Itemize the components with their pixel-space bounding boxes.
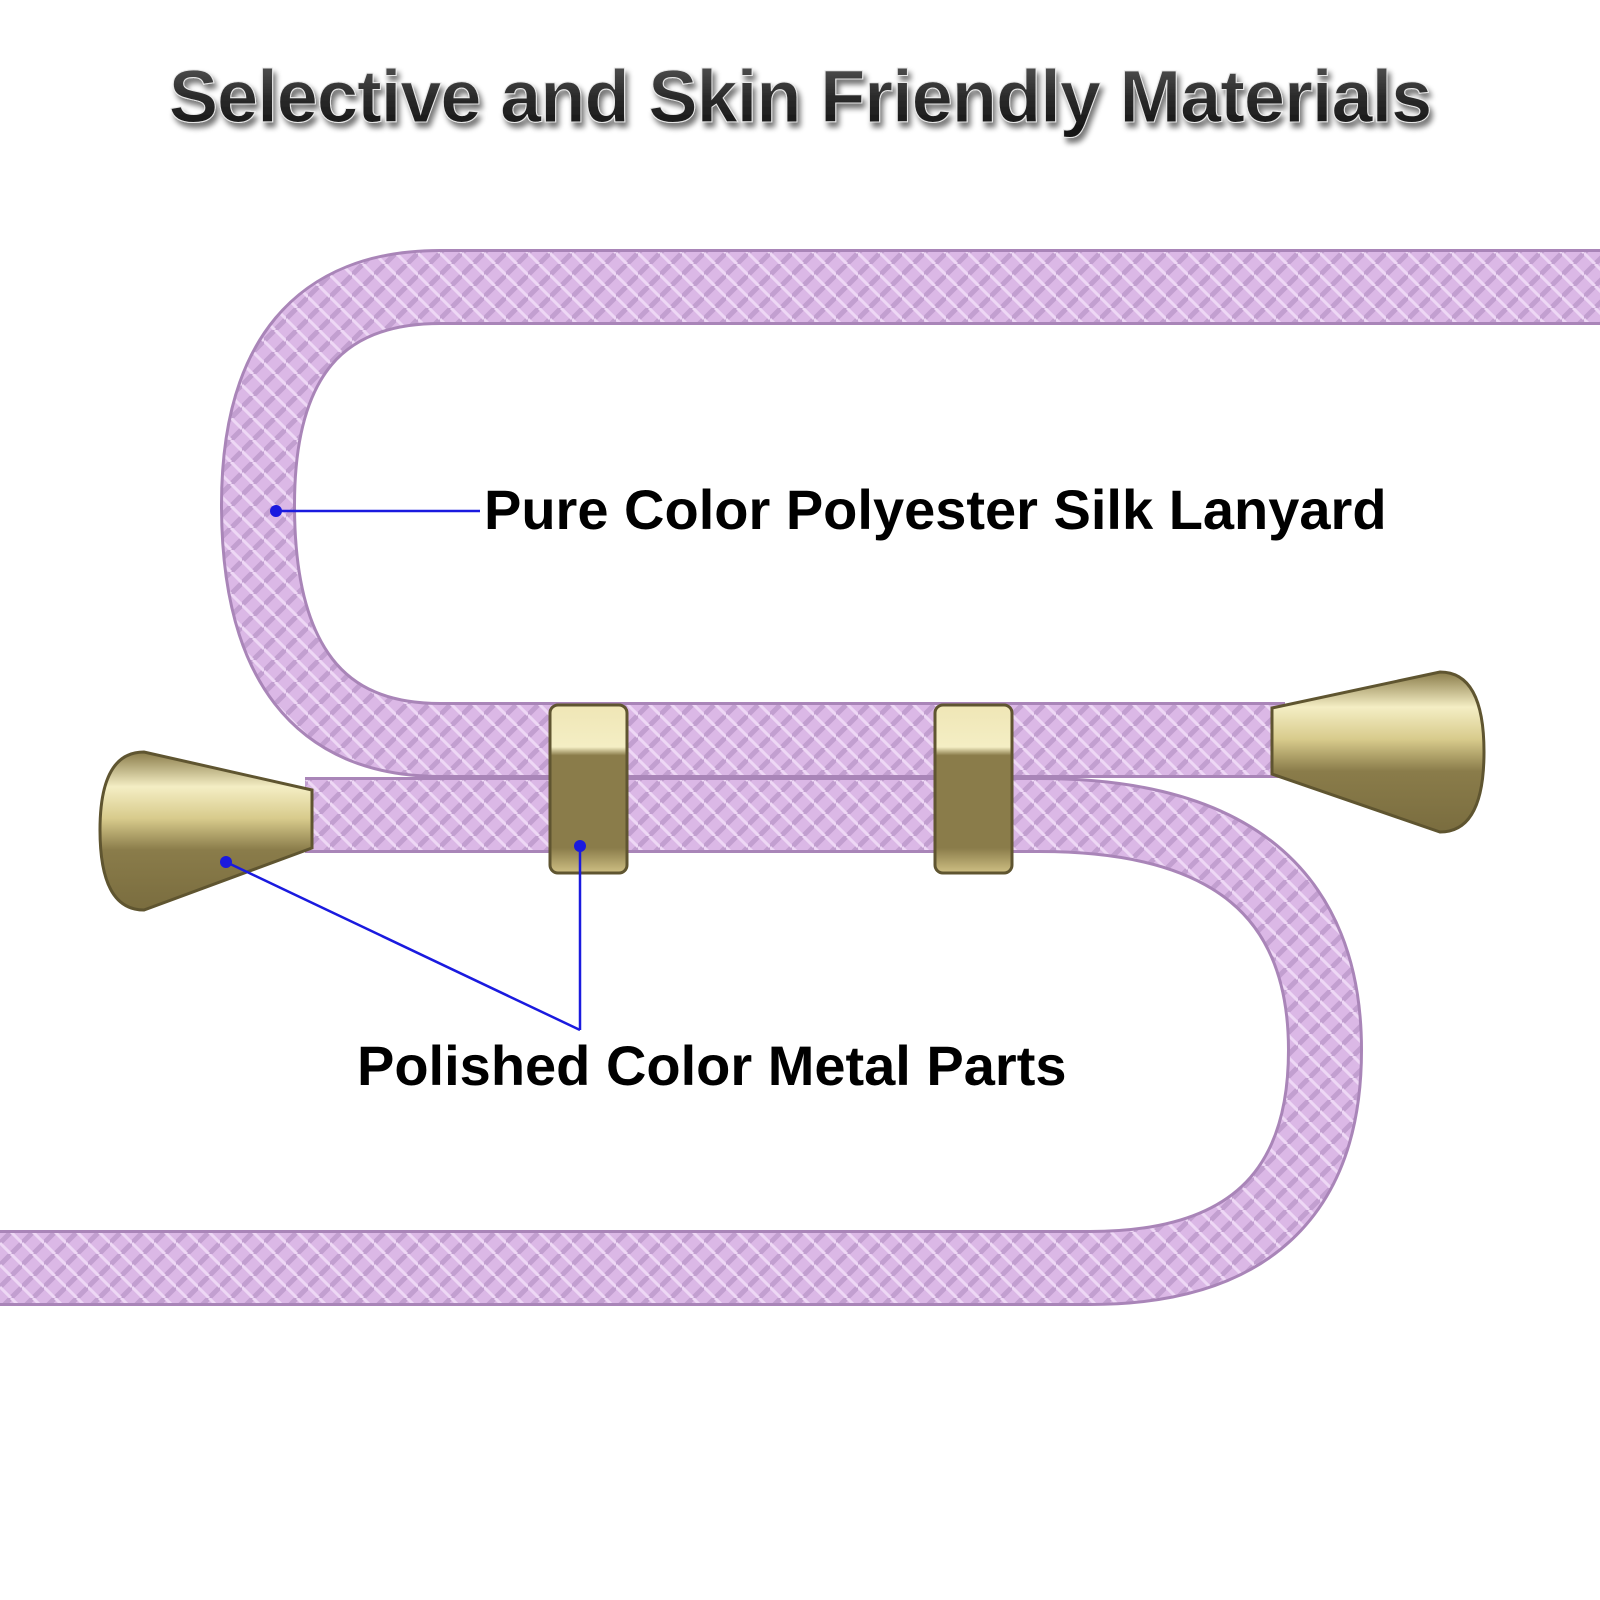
page-title: Selective and Skin Friendly Materials	[169, 55, 1432, 138]
metal-end-cap-left	[98, 750, 314, 912]
metal-end-cap-right	[1270, 670, 1486, 834]
metal-slider-clip-left	[548, 703, 629, 875]
metal-slider-clip-right	[933, 703, 1014, 875]
lanyard-callout-leader	[270, 505, 480, 517]
rope	[0, 249, 1600, 1306]
metal-callout-dot-cap	[220, 856, 232, 868]
lanyard-callout-label: Pure Color Polyester Silk Lanyard	[484, 478, 1387, 541]
lanyard-callout-dot	[270, 505, 282, 517]
metal-callout-dot-clip	[574, 840, 586, 852]
metal-callout-label: Polished Color Metal Parts	[357, 1034, 1067, 1097]
metal-callout-leader	[220, 840, 586, 1032]
